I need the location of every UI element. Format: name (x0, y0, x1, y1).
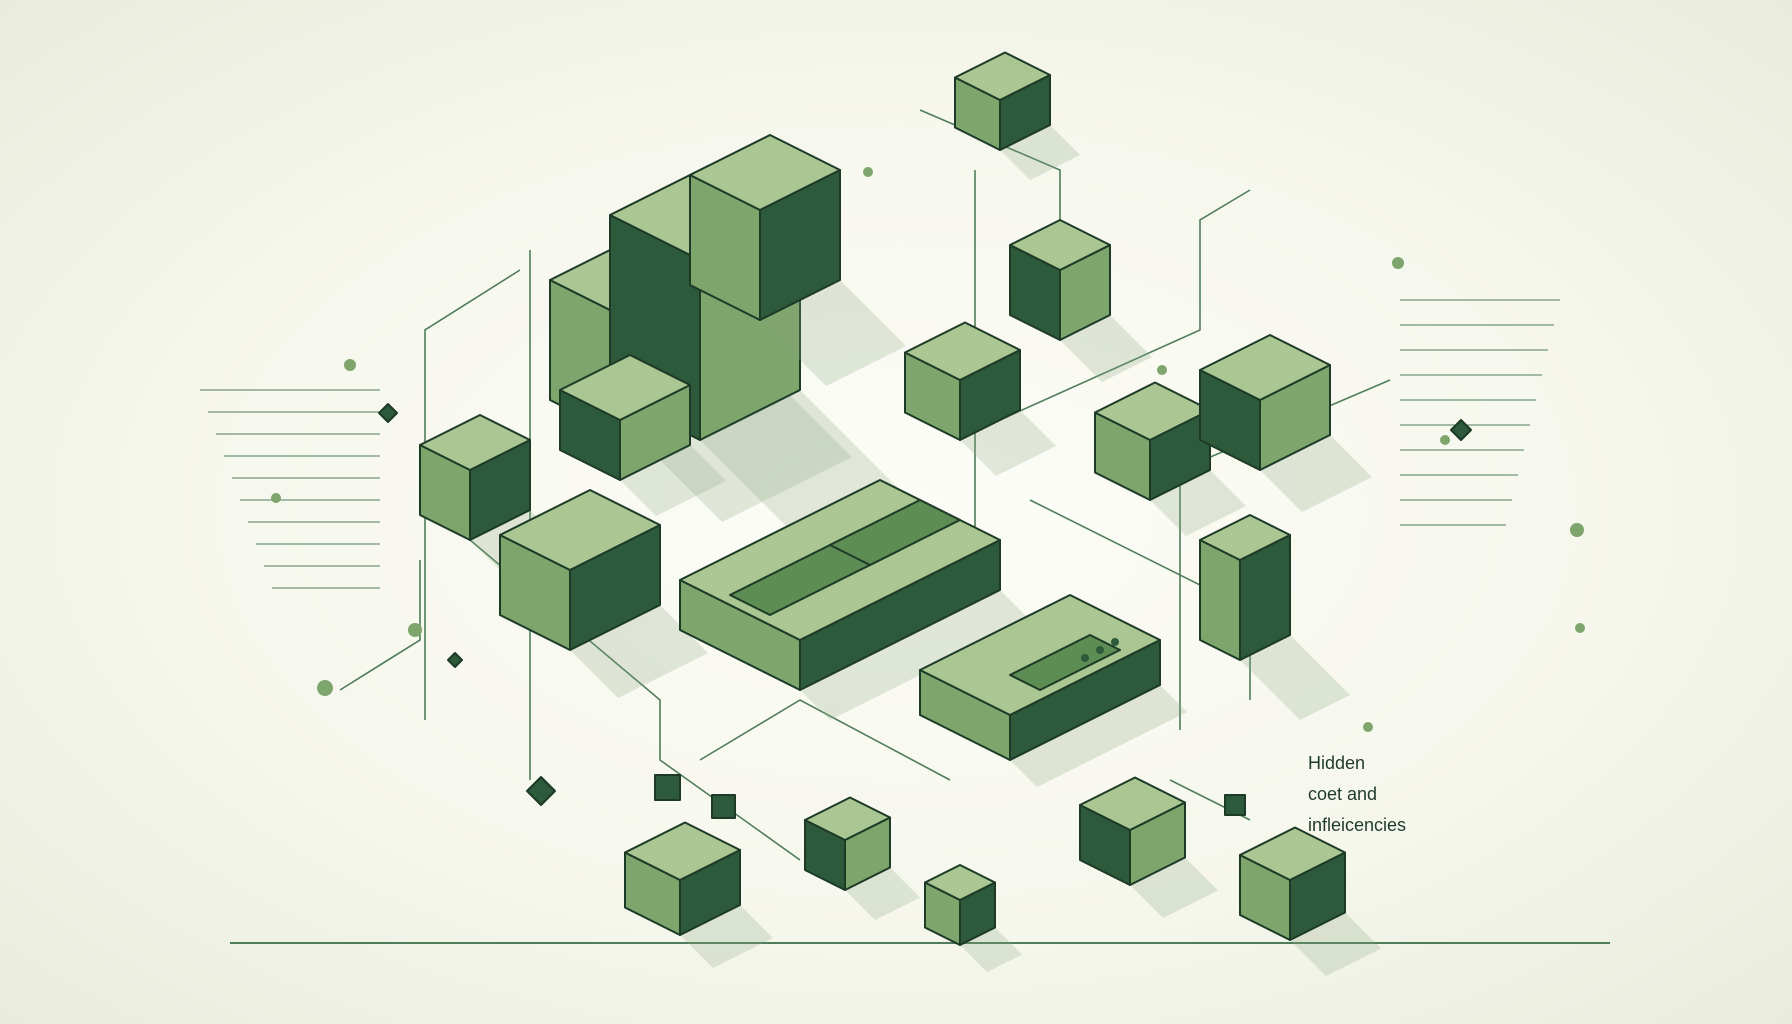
indicator-dot (1081, 654, 1089, 662)
tower-block-4-shadow (620, 445, 726, 516)
decorative-diamond (1450, 419, 1472, 441)
bottom-cube-1-shadow (680, 905, 773, 968)
far-right-block-top-face (1199, 334, 1331, 401)
bottom-cube-3-shadow (960, 927, 1022, 972)
circuit-line (699, 699, 951, 781)
tower-block-1-shadow (650, 385, 852, 522)
platform-small-shadow (1010, 685, 1187, 787)
top-cube-top-face (954, 51, 1051, 101)
upper-cube-top-face (1009, 219, 1111, 271)
decorative-dot (1570, 523, 1584, 537)
tower-block-4-top-face (559, 354, 691, 421)
left-low-block-top-face (499, 489, 661, 571)
decorative-diamond (378, 403, 398, 423)
decorative-dot (317, 680, 333, 696)
bottom-cube-5-shadow (1290, 912, 1381, 976)
top-cube-shadow (1000, 125, 1080, 180)
puzzle-piece-icon (711, 794, 736, 819)
upper-cube-shadow (1060, 315, 1152, 382)
indicator-dot (1096, 646, 1104, 654)
circuit-line (999, 189, 1251, 421)
bottom-cube-4-shadow (1130, 857, 1218, 918)
decorative-dot (863, 167, 873, 177)
decorative-dot (344, 359, 356, 371)
left-low-block-shadow (570, 605, 708, 698)
decorative-dot (1575, 623, 1585, 633)
decorative-dot (1363, 722, 1373, 732)
caption-line-3: infleicencies (1308, 815, 1407, 835)
decorative-diamond (526, 776, 556, 806)
platform-small-top-face (919, 594, 1161, 716)
right-tall-block-shadow (1240, 635, 1350, 720)
indicator-dot (1111, 638, 1119, 646)
tower-block-3-top-face (689, 134, 841, 211)
tower-block-3-shadow (760, 280, 906, 386)
platform-panel-3 (1009, 634, 1121, 691)
right-tall-block-top-face (1199, 514, 1291, 561)
circuit-line (424, 269, 521, 720)
platform-large-shadow (800, 590, 1030, 720)
caption-text: Hidden coet and infleicencies (1308, 748, 1406, 841)
bottom-cube-2-top-face (804, 796, 891, 841)
caption-line-2: coet and (1308, 784, 1378, 804)
bottom-cube-1-top-face (624, 821, 741, 881)
left-cluster-block-top-face (419, 414, 531, 471)
decorative-dot (1440, 435, 1450, 445)
puzzle-piece-icon (654, 774, 681, 801)
decorative-diamond (447, 652, 463, 668)
center-lattice-block-shadow (960, 410, 1056, 476)
bottom-cube-3-top-face (924, 864, 996, 901)
bottom-cube-4-top-face (1079, 776, 1186, 831)
platform-panel-2 (829, 499, 961, 566)
circuit-line (339, 560, 421, 691)
decorative-dot (1392, 257, 1404, 269)
caption-line-1: Hidden (1308, 753, 1366, 773)
puzzle-piece-icon (1224, 794, 1246, 816)
center-lattice-block-top-face (904, 321, 1021, 381)
bottom-cube-5-top-face (1239, 826, 1346, 881)
decorative-dot (1157, 365, 1167, 375)
right-lattice-block-shadow (1150, 470, 1246, 536)
decorative-dot (271, 493, 281, 503)
right-lattice-block-top-face (1094, 381, 1211, 441)
far-right-block-shadow (1260, 435, 1372, 512)
decorative-dot (408, 623, 422, 637)
